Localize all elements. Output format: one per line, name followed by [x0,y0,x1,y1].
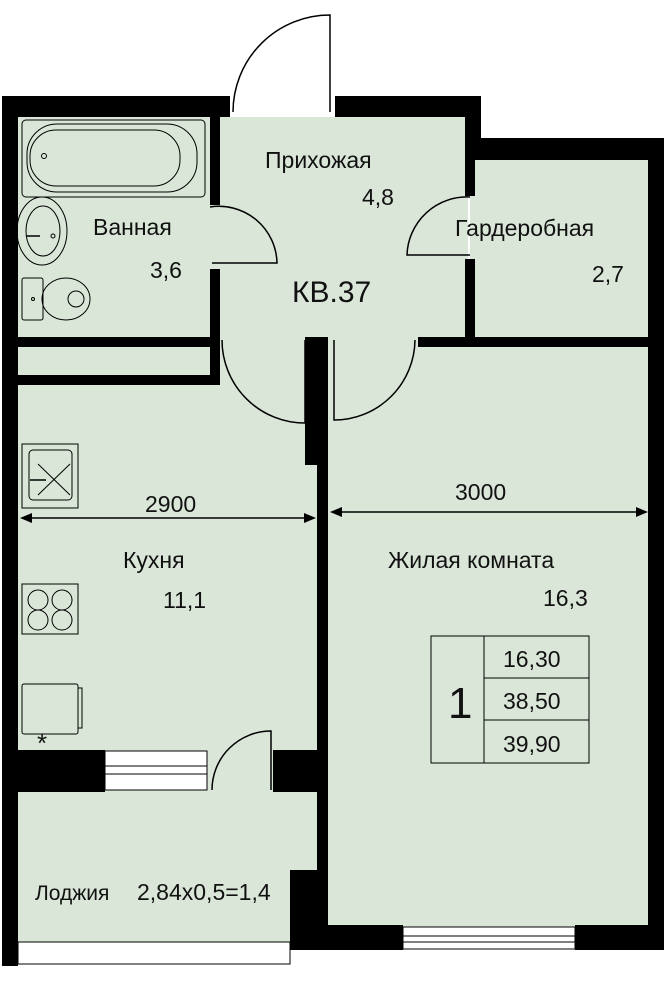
windows [17,750,576,965]
bathtub-icon [21,119,206,198]
bathroom-name: Ванная [93,214,172,240]
living-width-label: 3000 [455,479,506,505]
kitchen-width-label: 2900 [145,491,196,517]
living-area: 16,3 [543,585,588,611]
summary-table: 1 16,30 38,50 39,90 [430,635,590,764]
hallway-name: Прихожая [265,147,372,173]
loggia-floor [18,790,292,942]
toilet-icon [21,277,91,321]
room-labels: Прихожая 4,8 КВ.37 Ванная 3,6 Гардеробна… [35,147,624,905]
entrance-door [232,14,331,113]
wardrobe-area: 2,7 [592,261,624,287]
doors [209,14,471,791]
floors [18,117,650,942]
walls [2,96,664,966]
rooms-count: 1 [448,679,472,728]
svg-text:*: * [37,728,47,758]
wardrobe-door [406,196,471,256]
total-with-loggia-value: 39,90 [503,731,561,757]
hallway-area: 4,8 [362,184,394,210]
loggia-door [211,730,272,791]
dimension-lines: 2900 3000 [20,479,648,523]
wardrobe-name: Гардеробная [455,215,594,241]
fridge-icon: * [21,683,83,758]
living-door [333,339,416,421]
fixtures: * [16,119,206,758]
stove-icon [21,583,79,635]
total-area-value: 38,50 [503,688,561,714]
kitchen-name: Кухня [123,547,185,573]
living-name: Жилая комната [388,547,554,573]
bathroom-area: 3,6 [150,257,182,283]
apartment-label: КВ.37 [292,276,371,309]
living-area-value: 16,30 [503,646,561,672]
loggia-name: Лоджия [35,882,109,905]
wardrobe-floor [470,158,650,348]
loggia-area: 2,84х0,5=1,4 [137,879,271,905]
kitchen-door [221,339,306,424]
bathroom-hallway-floor [18,117,468,347]
kitchen-area: 11,1 [163,587,206,613]
loggia-railing [17,941,291,965]
bathroom-door [209,205,278,264]
kitchen-sink-icon [21,443,79,509]
sink-icon [16,196,68,266]
